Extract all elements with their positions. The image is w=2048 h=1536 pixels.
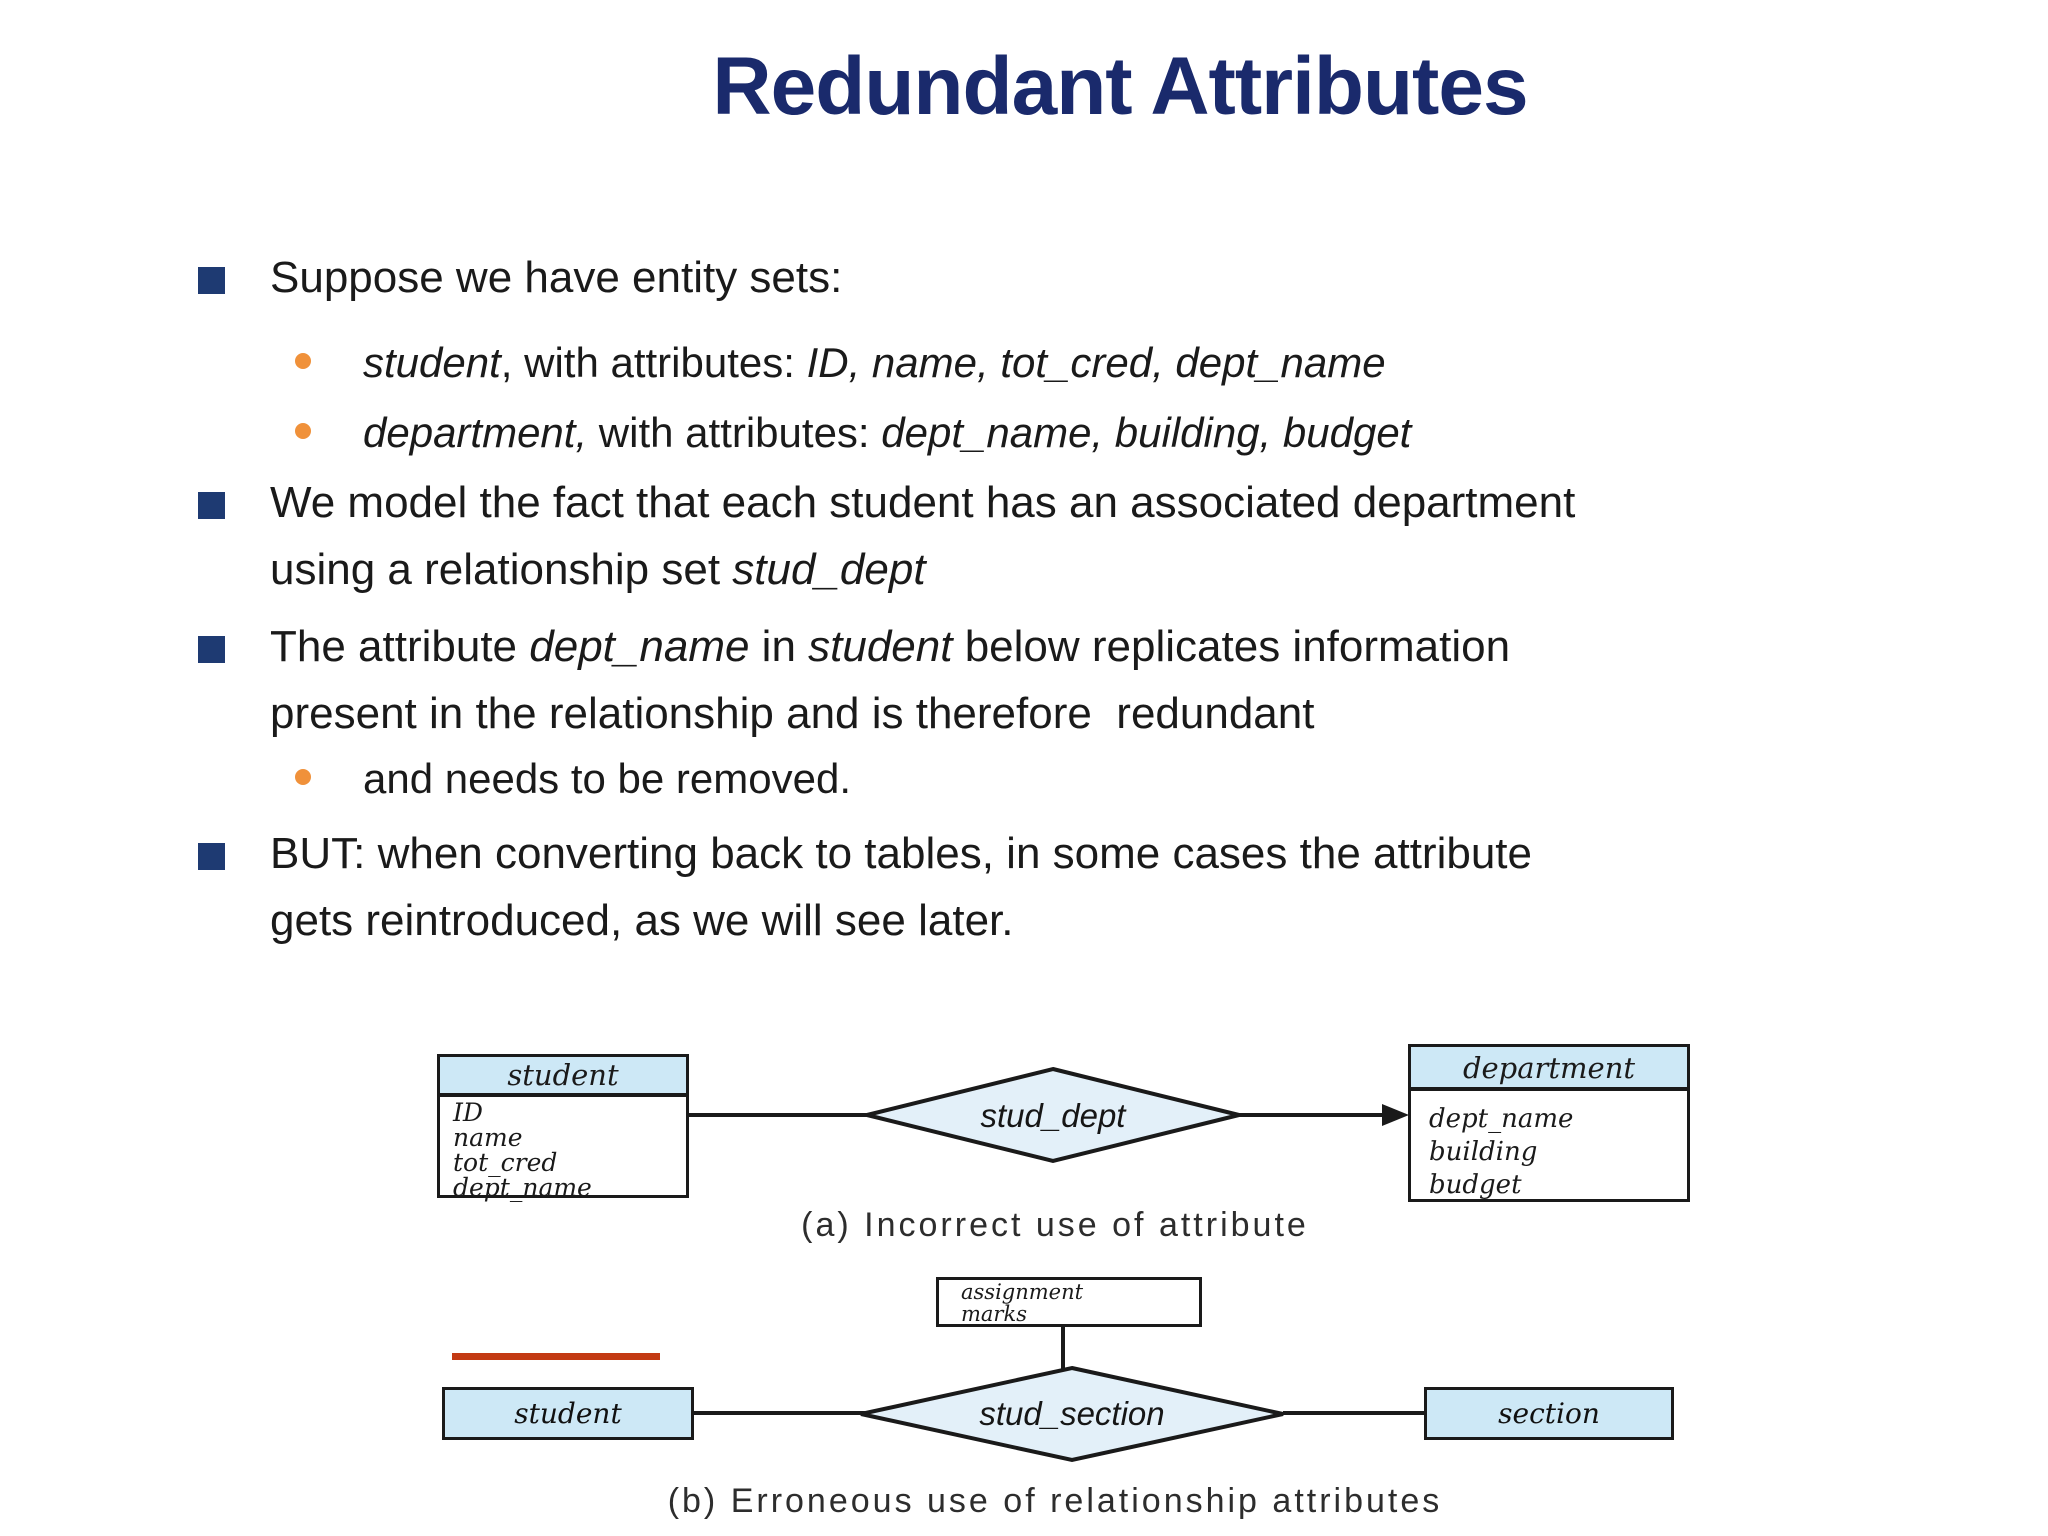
sub-bullet-text: department, — [363, 409, 588, 456]
arrowhead-icon — [1382, 1104, 1409, 1126]
bullet-line: The attribute dept_name in student below… — [270, 623, 1510, 671]
sub-bullet-text: , with attributes: — [500, 339, 807, 386]
entity-section: section — [1424, 1387, 1674, 1440]
attribute-id: ID — [453, 1098, 483, 1127]
entity-department-title: department — [1411, 1047, 1687, 1091]
relationship-label: stud_section — [979, 1395, 1165, 1432]
bullet-text: gets reintroduced, as we will see later. — [270, 896, 1014, 945]
attribute-tot-cred: tot_cred — [453, 1148, 558, 1177]
relationship-diamond-stud-dept — [866, 1066, 1240, 1164]
bullet-text: present in the relationship and is there… — [270, 689, 1315, 738]
bullet-text: in — [749, 622, 809, 671]
attribute-marks: marks — [961, 1302, 1027, 1326]
sub-bullet-line: and needs to be removed. — [363, 755, 851, 803]
connector-line — [687, 1113, 869, 1117]
entity-department-attributes: dept_name building budget — [1411, 1091, 1687, 1202]
attribute-budget: budget — [1429, 1170, 1522, 1200]
sub-bullet-text: student — [363, 339, 501, 386]
relationship-label: stud_dept — [980, 1097, 1126, 1134]
bullet-text: We model the fact that each student has … — [270, 478, 1576, 527]
bullet-line: gets reintroduced, as we will see later. — [270, 897, 1014, 945]
bullet-dot-icon — [295, 769, 311, 785]
entity-student-b: student — [442, 1387, 694, 1440]
bullet-dot-icon — [295, 423, 311, 439]
bullet-text: using a relationship set — [270, 545, 733, 594]
sub-bullet-line: department, with attributes: dept_name, … — [363, 409, 1411, 457]
bullet-line: Suppose we have entity sets: — [270, 254, 842, 302]
bullet-text: Suppose we have entity sets: — [270, 253, 843, 302]
bullet-line: BUT: when converting back to tables, in … — [270, 830, 1532, 878]
attribute-box-assignment-marks: assignment marks — [936, 1277, 1202, 1327]
connector-line — [1283, 1411, 1424, 1415]
attribute-dept-name: dept_name — [1429, 1104, 1574, 1134]
sub-bullet-text: ID, name, tot_cred, dept_name — [806, 339, 1386, 386]
arrow-line — [1239, 1113, 1389, 1117]
bullet-square-icon — [198, 492, 225, 519]
entity-student-attributes: ID name tot_cred dept_name — [440, 1097, 686, 1200]
relationship-diamond-stud-section — [860, 1365, 1284, 1463]
bullet-line: using a relationship set stud_dept — [270, 546, 926, 594]
bullet-dot-icon — [295, 353, 311, 369]
sub-bullet-text: and needs to be removed. — [363, 755, 852, 802]
bullet-square-icon — [198, 636, 225, 663]
bullet-line: present in the relationship and is there… — [270, 690, 1314, 738]
bullet-square-icon — [198, 267, 225, 294]
sub-bullet-text: dept_name, building, budget — [881, 409, 1412, 456]
bullet-text: dept_name — [529, 622, 750, 671]
red-underline-marker — [452, 1353, 660, 1360]
entity-student-title: student — [440, 1057, 686, 1097]
bullet-text: stud_dept — [732, 545, 926, 594]
bullet-text: BUT: when converting back to tables, in … — [270, 829, 1532, 878]
connector-line — [1061, 1327, 1065, 1371]
entity-department: department dept_name building budget — [1408, 1044, 1690, 1202]
connector-line — [692, 1411, 867, 1415]
attribute-building: building — [1429, 1137, 1538, 1167]
bullet-text: student — [808, 622, 953, 671]
caption-a: (a) Incorrect use of attribute — [801, 1206, 1309, 1244]
caption-b: (b) Erroneous use of relationship attrib… — [667, 1482, 1443, 1520]
bullet-text: The attribute — [270, 622, 530, 671]
attribute-assignment: assignment — [961, 1280, 1084, 1304]
bullet-line: We model the fact that each student has … — [270, 479, 1575, 527]
attribute-box-lines: assignment marks — [939, 1280, 1199, 1325]
sub-bullet-text: with attributes: — [587, 409, 882, 456]
attribute-dept-name: dept_name — [453, 1173, 592, 1202]
sub-bullet-line: student, with attributes: ID, name, tot_… — [363, 339, 1386, 387]
bullet-square-icon — [198, 843, 225, 870]
attribute-name: name — [453, 1123, 523, 1152]
bullet-text: below replicates information — [952, 622, 1511, 671]
page-title: Redundant Attributes — [712, 41, 1528, 132]
entity-student: student ID name tot_cred dept_name — [437, 1054, 689, 1200]
